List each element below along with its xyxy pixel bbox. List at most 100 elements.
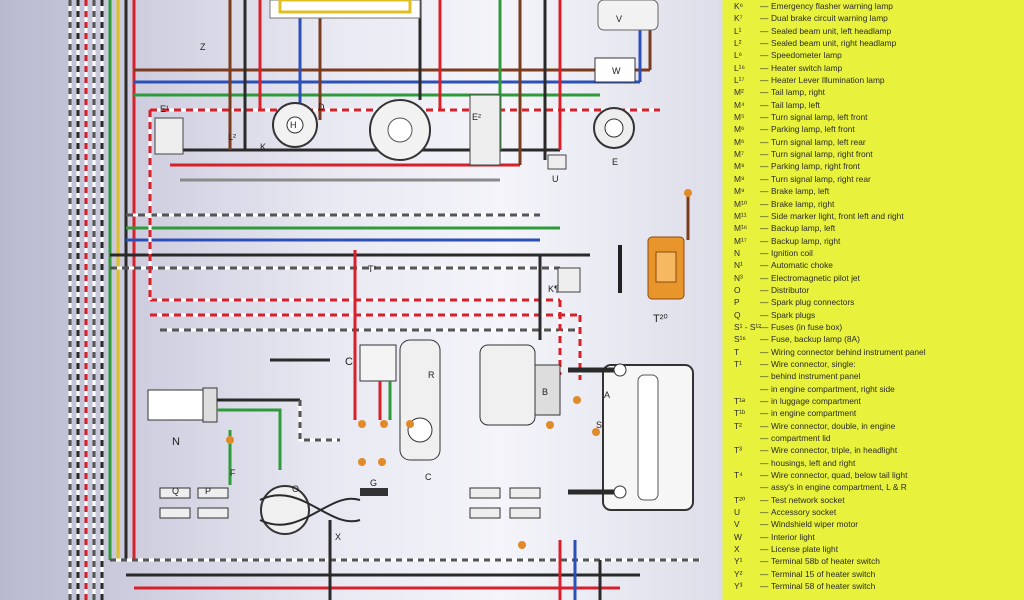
legend-dash: — bbox=[760, 581, 769, 592]
legend-dash: — bbox=[760, 371, 769, 382]
legend-dash: — bbox=[760, 186, 769, 197]
legend-item: L¹⁷—Heater Lever Illumination lamp bbox=[734, 74, 1004, 86]
legend-code: M⁶ bbox=[734, 124, 745, 135]
legend-item: T⁴—Wire connector, quad, below tail ligh… bbox=[734, 469, 1004, 481]
legend-description: Parking lamp, left front bbox=[771, 124, 855, 135]
label-x: X bbox=[335, 532, 341, 542]
legend-dash: — bbox=[760, 124, 769, 135]
legend-item: T¹ᵃ—in luggage compartment bbox=[734, 395, 1004, 407]
legend-dash: — bbox=[760, 507, 769, 518]
legend-description: Accessory socket bbox=[771, 507, 837, 518]
legend-dash: — bbox=[760, 556, 769, 567]
legend-description: Spark plug connectors bbox=[771, 297, 855, 308]
legend-item: L¹⁶—Heater switch lamp bbox=[734, 62, 1004, 74]
legend-item: P—Spark plug connectors bbox=[734, 296, 1004, 308]
turn-signal-switch: H D bbox=[272, 102, 325, 148]
legend-description: Spark plugs bbox=[771, 309, 816, 320]
legend-description: Terminal 58 of heater switch bbox=[771, 581, 876, 592]
interior-light-component: W bbox=[594, 57, 636, 83]
legend-code: W bbox=[734, 531, 742, 542]
starter-motor: B bbox=[479, 344, 561, 426]
legend-code: M¹⁶ bbox=[734, 223, 748, 234]
legend-dash: — bbox=[760, 482, 769, 493]
legend-dash: — bbox=[760, 494, 769, 505]
fuse-box: E² bbox=[469, 94, 501, 166]
label-t1: T¹ bbox=[368, 264, 377, 274]
legend-code bbox=[734, 370, 760, 382]
legend-code: T² bbox=[734, 420, 742, 431]
label-c2: C bbox=[425, 472, 432, 482]
legend-description: Heater Lever Illumination lamp bbox=[771, 75, 885, 86]
legend-item: T—Wiring connector behind instrument pan… bbox=[734, 346, 1004, 358]
legend-item: M²—Tail lamp, right bbox=[734, 86, 1004, 98]
legend-dash: — bbox=[760, 408, 769, 419]
legend-item: —compartment lid bbox=[734, 432, 1004, 444]
label-z: Z bbox=[200, 42, 206, 52]
legend-description: behind instrument panel bbox=[771, 371, 861, 382]
legend-description: Turn signal lamp, right front bbox=[771, 149, 873, 160]
legend-code: M¹⁷ bbox=[734, 235, 747, 246]
legend-code: S¹⁶ bbox=[734, 334, 746, 345]
legend-item: N—Ignition coil bbox=[734, 247, 1004, 259]
legend-description: Fuses (in fuse box) bbox=[771, 321, 843, 332]
legend-code: T³ bbox=[734, 445, 742, 456]
ground-points bbox=[226, 396, 600, 549]
legend-dash: — bbox=[760, 62, 769, 73]
legend-item: K⁷—Dual brake circuit warning lamp bbox=[734, 12, 1004, 24]
legend-item: T² —Wire connector, double, in engine bbox=[734, 420, 1004, 432]
legend-item: S¹ - S¹²—Fuses (in fuse box) bbox=[734, 321, 1004, 333]
label-e2: E² bbox=[472, 112, 481, 122]
legend-description: Dual brake circuit warning lamp bbox=[771, 13, 888, 24]
legend-code: M⁸ bbox=[734, 173, 745, 184]
legend-description: Sealed beam unit, right headlamp bbox=[771, 38, 897, 49]
brake-warning-switch: K¶ bbox=[548, 267, 581, 294]
legend-code: V bbox=[734, 519, 740, 530]
legend-code: K⁷ bbox=[734, 13, 743, 24]
legend-dash: — bbox=[760, 284, 769, 295]
label-o: O bbox=[292, 484, 299, 494]
legend-item: S¹⁶—Fuse, backup lamp (8A) bbox=[734, 333, 1004, 345]
legend-dash: — bbox=[760, 309, 769, 320]
legend-code: M⁷ bbox=[734, 149, 745, 160]
legend-item: M⁶—Turn signal lamp, left rear bbox=[734, 136, 1004, 148]
legend-item: Q—Spark plugs bbox=[734, 309, 1004, 321]
legend-description: Wire connector, triple, in headlight bbox=[771, 445, 898, 456]
spark-plugs-left bbox=[159, 487, 229, 519]
legend-code: Y³ bbox=[734, 581, 743, 592]
spark-plugs-right bbox=[469, 487, 541, 519]
legend-dash: — bbox=[760, 334, 769, 345]
legend-description: Test network socket bbox=[771, 494, 845, 505]
label-f: F bbox=[230, 468, 236, 478]
legend-item: T²⁰—Test network socket bbox=[734, 494, 1004, 506]
legend-item: Y²—Terminal 15 of heater switch bbox=[734, 568, 1004, 580]
legend-description: Brake lamp, right bbox=[771, 198, 835, 209]
legend-description: Wire connector, double, in engine bbox=[771, 420, 896, 431]
legend-code: K⁶ bbox=[734, 1, 744, 11]
legend-dash: — bbox=[760, 568, 769, 579]
legend-code bbox=[734, 432, 760, 444]
label-d: D bbox=[318, 102, 325, 112]
legend-description: Terminal 15 of heater switch bbox=[771, 568, 876, 579]
legend-description: housings, left and right bbox=[771, 457, 856, 468]
legend-code: M¹⁰ bbox=[734, 198, 748, 209]
legend-code: T¹ᵃ bbox=[734, 396, 746, 406]
legend-description: Turn signal lamp, right rear bbox=[771, 173, 871, 184]
legend-dash: — bbox=[760, 457, 769, 468]
legend-dash: — bbox=[760, 87, 769, 98]
legend-description: Ignition coil bbox=[771, 247, 813, 258]
legend-code: L¹⁶ bbox=[734, 62, 745, 73]
legend-item: N³—Electromagnetic pilot jet bbox=[734, 272, 1004, 284]
legend-description: Interior light bbox=[771, 531, 815, 542]
label-k: K bbox=[260, 142, 266, 152]
legend-dash: — bbox=[760, 544, 769, 555]
label-g: G bbox=[370, 478, 377, 488]
legend-dash: — bbox=[760, 420, 769, 431]
legend-dash: — bbox=[760, 99, 769, 110]
legend-code: Y¹ bbox=[734, 556, 743, 567]
distributor: O bbox=[259, 484, 361, 535]
legend-item: M⁸—Parking lamp, right front bbox=[734, 160, 1004, 172]
legend-dash: — bbox=[760, 75, 769, 86]
legend-item: M¹⁰—Brake lamp, right bbox=[734, 198, 1004, 210]
legend-item: T¹—Wire connector, single: bbox=[734, 358, 1004, 370]
